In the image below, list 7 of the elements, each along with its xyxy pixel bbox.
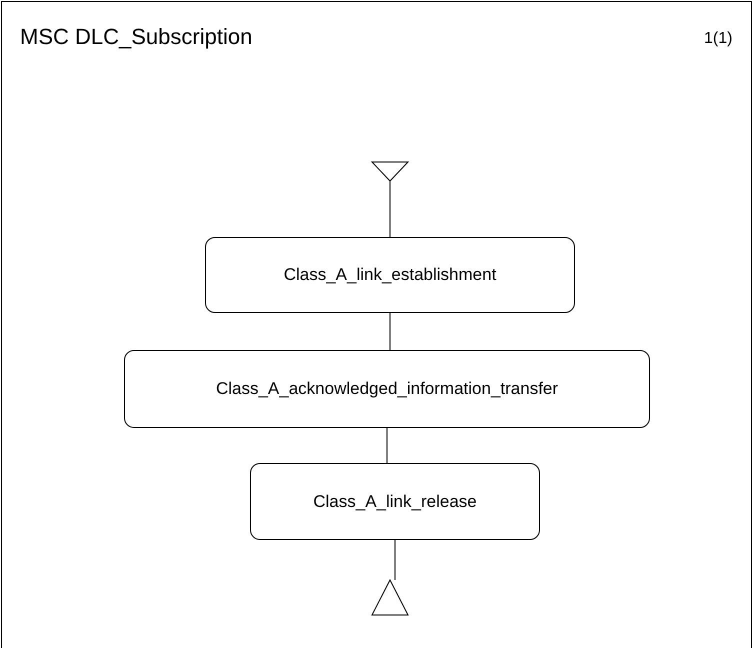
connector-line xyxy=(394,540,396,580)
page-number: 1(1) xyxy=(704,30,732,48)
connector-line xyxy=(386,428,388,464)
reference-box: Class_A_acknowledged_information_transfer xyxy=(124,350,650,428)
diagram-title: MSC DLC_Subscription xyxy=(20,24,252,50)
reference-box: Class_A_link_establishment xyxy=(205,237,575,313)
reference-box: Class_A_link_release xyxy=(250,463,540,540)
